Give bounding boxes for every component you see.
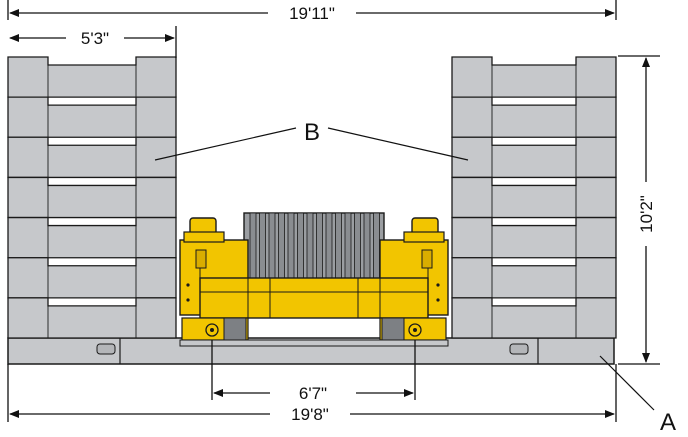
winch-drum [243, 212, 385, 289]
left-counterweight-stack [7, 56, 177, 339]
right-stack-block [451, 96, 617, 138]
drum-rib [287, 212, 295, 289]
left-stack-block [7, 136, 177, 179]
left-top-fitting [183, 217, 225, 269]
drum-rib [325, 212, 333, 289]
left-stack-block [7, 216, 177, 259]
drum-rib [297, 212, 304, 289]
left-stack-block [7, 176, 177, 219]
right-stack-block [451, 136, 617, 179]
right-stack-block [451, 176, 617, 219]
right-stack-block [451, 297, 617, 339]
right-top-fitting [403, 217, 445, 269]
callout-b: B [304, 119, 320, 146]
overall-width-bottom-label: 19'8" [291, 405, 329, 424]
drum-rib [363, 212, 371, 289]
drum-rib [259, 212, 266, 289]
drum-rib [306, 212, 314, 289]
inner-span-label: 6'7" [299, 384, 327, 403]
drum-rib [335, 212, 342, 289]
left-stack-block [7, 96, 177, 138]
drum-rib [354, 212, 361, 289]
left-stack-block [7, 257, 177, 299]
right-stack-block [451, 56, 617, 98]
left-stack-block [7, 297, 177, 339]
callout-a: A [660, 409, 676, 436]
right-stack-block [451, 216, 617, 259]
drum-rib [373, 212, 380, 289]
right-counterweight-stack [451, 56, 617, 339]
drum-rib [268, 212, 276, 289]
right-stack-block [451, 257, 617, 299]
drum-rib [344, 212, 352, 289]
drum-rib [316, 212, 323, 289]
block-width-label: 5'3" [81, 29, 109, 48]
left-stack-block [7, 56, 177, 98]
drum-rib [249, 212, 257, 289]
crane-carbody [179, 212, 449, 347]
undercarriage [179, 317, 449, 347]
yellow-frame [179, 239, 449, 319]
drum-rib [278, 212, 285, 289]
overall-width-top-label: 19'11" [289, 4, 335, 23]
callout-leaders [154, 127, 655, 411]
dimension-lines [7, 0, 660, 422]
height-label: 10'2" [637, 195, 656, 233]
